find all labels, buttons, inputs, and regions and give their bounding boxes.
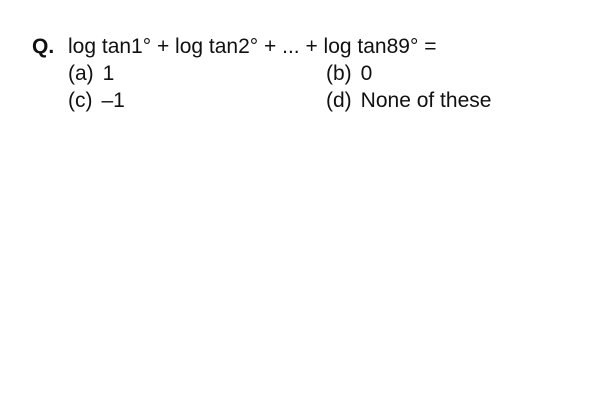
- option-d-text: None of these: [360, 89, 492, 112]
- option-c-text: –1: [101, 89, 125, 112]
- option-b-letter: (b): [326, 62, 352, 85]
- option-d-letter: (d): [326, 89, 352, 112]
- option-a: (a) 1: [68, 60, 326, 87]
- question-row: Q. log tan1° + log tan2° + ... + log tan…: [32, 34, 572, 60]
- option-a-letter: (a): [68, 62, 94, 85]
- question-block: Q. log tan1° + log tan2° + ... + log tan…: [32, 34, 572, 114]
- options-grid: (a) 1 (b) 0 (c) –1 (d) None of these: [68, 60, 572, 114]
- question-label: Q.: [32, 35, 55, 58]
- option-c: (c) –1: [68, 87, 326, 114]
- option-b: (b) 0: [326, 60, 566, 87]
- option-b-text: 0: [360, 62, 373, 85]
- option-a-text: 1: [102, 62, 115, 85]
- option-c-letter: (c): [68, 89, 93, 112]
- question-stem: log tan1° + log tan2° + ... + log tan89°…: [68, 35, 437, 58]
- option-d: (d) None of these: [326, 87, 566, 114]
